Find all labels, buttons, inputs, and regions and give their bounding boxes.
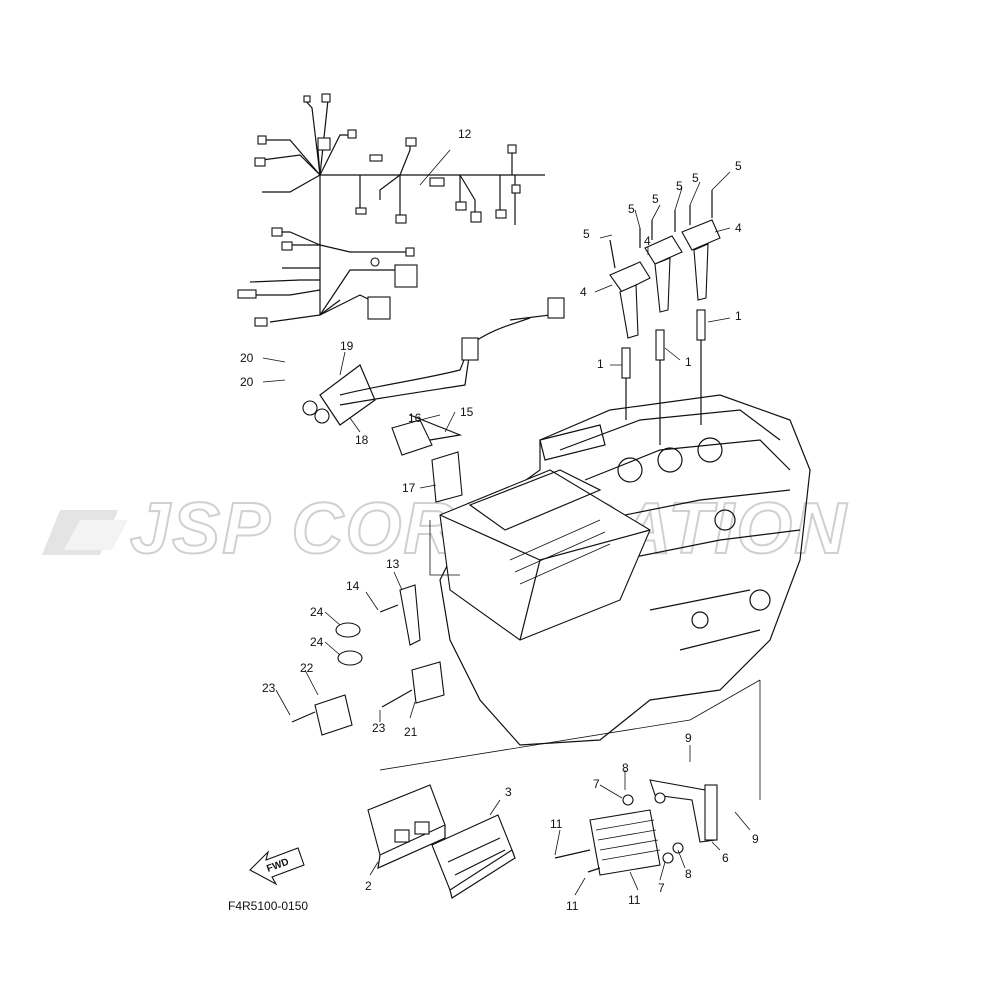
callout-24: 24 xyxy=(310,605,324,619)
callout-1: 1 xyxy=(735,309,742,323)
callout-21: 21 xyxy=(404,725,418,739)
callout-10: 11 xyxy=(628,893,641,907)
callout-19: 19 xyxy=(340,339,354,353)
callout-1: 1 xyxy=(685,355,692,369)
callout-6: 6 xyxy=(722,851,729,865)
callout-9: 9 xyxy=(752,832,759,846)
relay-assembly xyxy=(391,414,463,503)
callouts: 12 5 5 5 5 5 5 4 4 4 1 1 1 19 20 20 16 1… xyxy=(240,127,759,913)
callout-1: 1 xyxy=(597,357,604,371)
callout-9: 9 xyxy=(685,731,692,745)
callout-7: 7 xyxy=(593,777,600,791)
callout-16: 16 xyxy=(408,411,422,425)
spark-plugs xyxy=(621,309,706,445)
callout-7: 7 xyxy=(658,881,665,895)
callout-15: 15 xyxy=(460,405,474,419)
callout-5: 5 xyxy=(583,227,590,241)
callout-3: 3 xyxy=(505,785,512,799)
callout-2: 2 xyxy=(365,879,372,893)
callout-20: 20 xyxy=(240,351,254,365)
callout-13: 13 xyxy=(386,557,400,571)
drawing-code: F4R5100-0150 xyxy=(228,899,308,913)
callout-4: 4 xyxy=(735,221,742,235)
fwd-arrow-icon: FWD xyxy=(249,847,305,886)
callout-4: 4 xyxy=(644,234,651,248)
callout-18: 18 xyxy=(355,433,369,447)
callout-12: 12 xyxy=(458,127,472,141)
wiring-harness xyxy=(237,93,545,327)
callout-5: 5 xyxy=(676,179,683,193)
callout-5: 5 xyxy=(652,192,659,206)
callout-23: 23 xyxy=(262,681,276,695)
rectifier-regulator xyxy=(554,779,718,876)
callout-8: 8 xyxy=(685,867,692,881)
callout-17: 17 xyxy=(402,481,416,495)
callout-5: 5 xyxy=(692,171,699,185)
leader-lines xyxy=(262,149,761,896)
callout-22: 22 xyxy=(300,661,314,675)
callout-14: 14 xyxy=(346,579,360,593)
ecu-module xyxy=(367,784,516,899)
callout-23: 23 xyxy=(372,721,386,735)
callout-11: 11 xyxy=(566,899,579,913)
brackets-and-relays xyxy=(291,584,445,736)
callout-20: 20 xyxy=(240,375,254,389)
callout-5: 5 xyxy=(628,202,635,216)
control-box xyxy=(439,469,651,641)
ignition-coils xyxy=(609,190,721,339)
callout-24: 24 xyxy=(310,635,324,649)
callout-5: 5 xyxy=(735,159,742,173)
callout-11: 11 xyxy=(550,817,563,831)
callout-8: 8 xyxy=(622,761,629,775)
battery-cables xyxy=(302,297,565,426)
callout-4: 4 xyxy=(580,285,587,299)
